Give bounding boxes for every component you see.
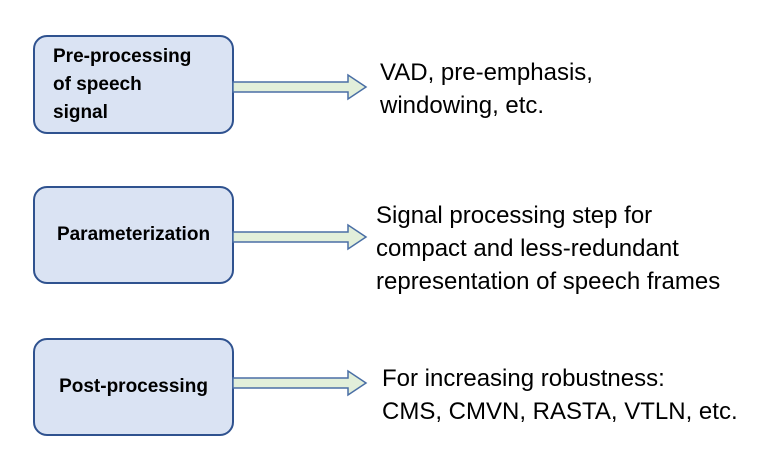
- description-line: For increasing robustness:: [382, 365, 665, 392]
- description-line: Signal processing step for: [376, 202, 653, 229]
- description-line: representation of speech frames: [376, 268, 721, 295]
- block-arrow-icon: [232, 223, 368, 251]
- box-label-line: Parameterization: [56, 224, 211, 245]
- postprocessing-box: Post-processing: [33, 338, 234, 436]
- box-label-line: signal: [53, 101, 108, 123]
- description-line: compact and less-redundant: [376, 235, 679, 262]
- postprocessing-description: For increasing robustness: CMS, CMVN, RA…: [382, 362, 738, 428]
- preprocessing-description: VAD, pre-emphasis, windowing, etc.: [380, 56, 593, 122]
- block-arrow-icon: [232, 73, 368, 101]
- parameterization-description: Signal processing step for compact and l…: [376, 199, 720, 298]
- description-line: VAD, pre-emphasis,: [380, 59, 593, 86]
- box-label-line: Pre-processing: [53, 45, 192, 67]
- parameterization-box-label: Parameterization: [57, 221, 210, 249]
- preprocessing-box-label: Pre-processing of speech signal: [53, 43, 191, 127]
- box-label-line: of speech: [53, 73, 142, 95]
- box-label-line: Post-processing: [59, 376, 208, 397]
- preprocessing-box: Pre-processing of speech signal: [33, 35, 234, 134]
- description-line: CMS, CMVN, RASTA, VTLN, etc.: [382, 398, 738, 425]
- postprocessing-box-label: Post-processing: [59, 373, 208, 401]
- parameterization-box: Parameterization: [33, 186, 234, 284]
- description-line: windowing, etc.: [380, 92, 545, 119]
- block-arrow-icon: [232, 369, 368, 397]
